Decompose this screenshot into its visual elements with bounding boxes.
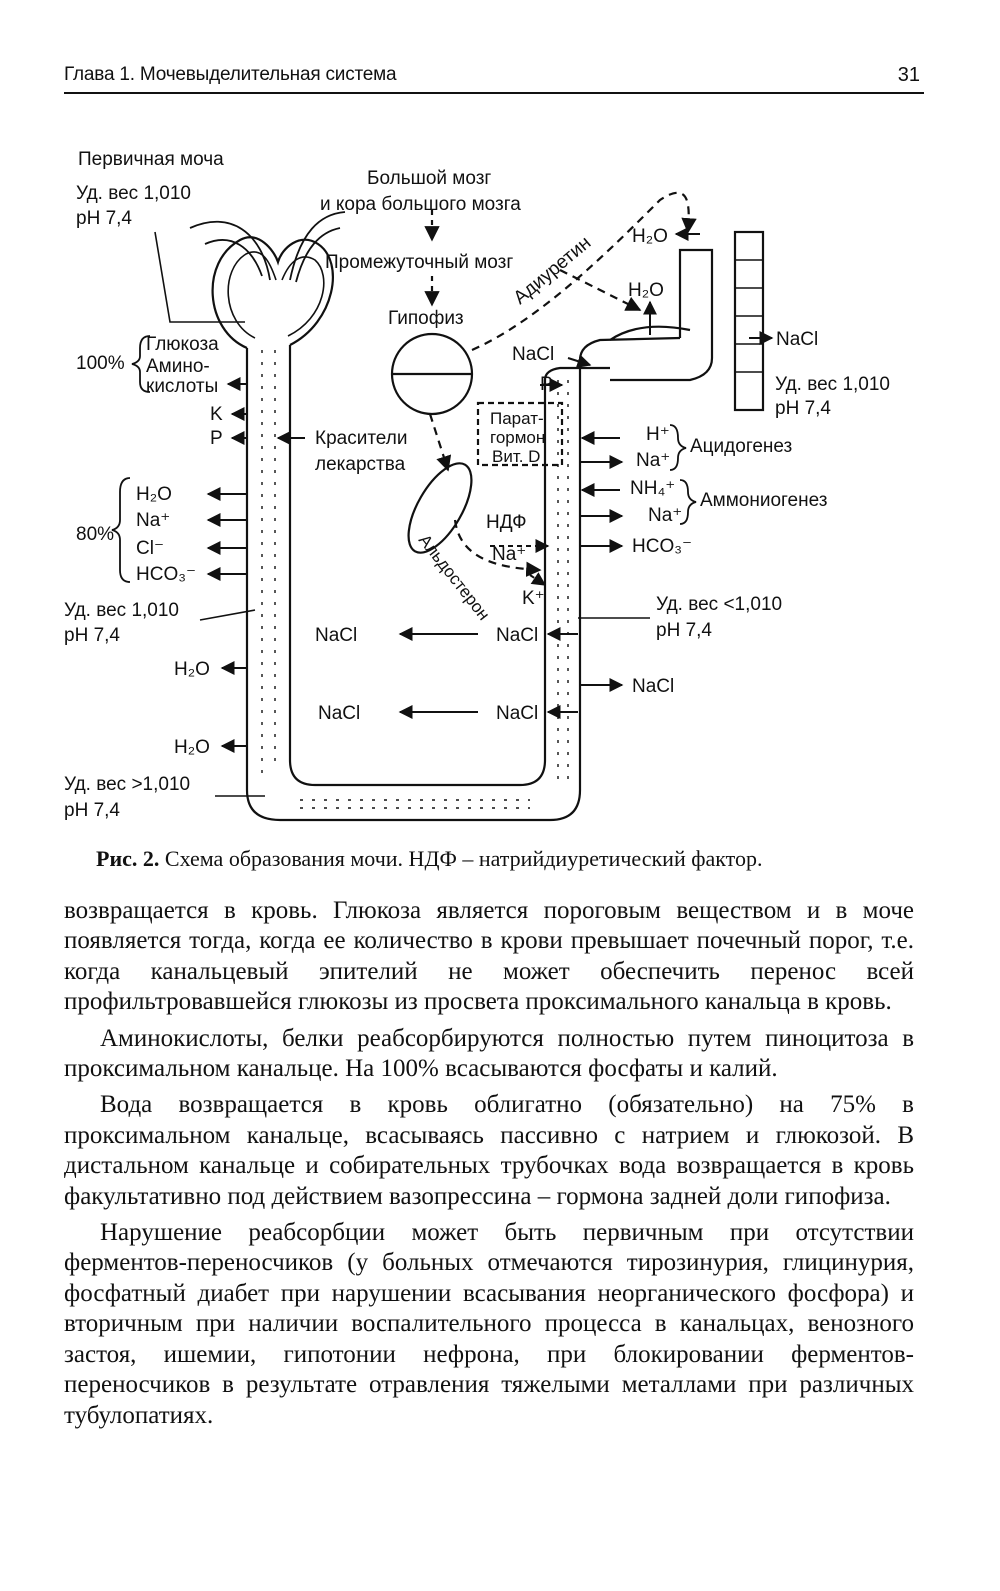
label-sodium-ion: Na⁺: [136, 510, 170, 531]
label-brain: Большой мозг: [367, 168, 491, 189]
transport-arrows: [154, 227, 774, 797]
label-bicarbonate: HCO₃⁻: [632, 536, 692, 557]
label-hydrogen-ion: H⁺: [646, 424, 670, 445]
nephron-tubule: [189, 211, 765, 822]
label-chloride-ion: Cl⁻: [136, 538, 164, 559]
label-specific-gravity: Уд. вес 1,010: [775, 374, 890, 395]
label-potassium-ion: K⁺: [522, 588, 545, 609]
label-parathormone: гормон: [490, 428, 545, 447]
label-sodium-chloride: NaCl: [632, 676, 674, 697]
label-dyes: Красители: [315, 428, 407, 449]
label-adiuretin: Адиуретин: [510, 232, 595, 308]
label-amino: кислоты: [146, 376, 218, 397]
label-sodium-ion: Na⁺: [636, 450, 670, 471]
label-bicarbonate: HCO₃⁻: [136, 564, 196, 585]
collecting-duct: [733, 230, 765, 412]
label-pituitary: Гипофиз: [388, 308, 464, 329]
label-ammoniogenesis: Аммониогенез: [700, 490, 827, 511]
paragraph: Вода возвращается в кровь облигатно (обя…: [64, 1091, 914, 1210]
figure-label: Рис. 2.: [96, 846, 160, 871]
label-water: H₂O: [174, 659, 210, 680]
label-acidogenesis: Ацидогенез: [690, 436, 792, 457]
label-specific-gravity: Уд. вес 1,010: [64, 600, 179, 621]
label-specific-gravity: Уд. вес 1,010: [76, 183, 191, 204]
label-drugs: лекарства: [315, 454, 406, 475]
figure-caption: Рис. 2. Схема образования мочи. НДФ – на…: [96, 846, 762, 872]
paragraph: возвращается в кровь. Глюкоза является п…: [64, 897, 914, 1016]
diagram-labels: Первичная моча Уд. вес 1,010 pH 7,4 Боль…: [64, 149, 890, 821]
label-sodium-chloride: NaCl: [318, 703, 360, 724]
label-phosphorus: P: [540, 374, 553, 395]
paragraph: Аминокислоты, белки реабсорбируются полн…: [64, 1024, 914, 1083]
bowman-capsule: [211, 236, 334, 350]
label-sodium-chloride: NaCl: [496, 703, 538, 724]
label-sodium-chloride: NaCl: [496, 625, 538, 646]
label-specific-gravity: Уд. вес >1,010: [64, 774, 190, 795]
label-ph: pH 7,4: [64, 800, 120, 821]
label-diencephalon: Промежуточный мозг: [325, 252, 513, 273]
label-aldosterone: Альдостерон: [415, 531, 494, 624]
label-sodium-ion: Na⁺: [492, 544, 526, 565]
label-water: H₂O: [136, 484, 172, 505]
label-percent: 80%: [76, 524, 114, 545]
label-ndf: НДФ: [486, 512, 527, 533]
label-sodium-chloride: NaCl: [512, 344, 554, 365]
paragraph: Нарушение реабсорбции может быть первичн…: [64, 1219, 914, 1429]
label-sodium-chloride: NaCl: [776, 329, 818, 350]
label-cortex: и кора большого мозга: [320, 194, 521, 215]
label-ph: pH 7,4: [775, 398, 831, 419]
label-ph: pH 7,4: [76, 208, 132, 229]
label-sodium-ion: Na⁺: [648, 505, 682, 526]
label-phosphorus: P: [210, 428, 223, 449]
label-percent: 100%: [76, 353, 125, 374]
label-primary-urine: Первичная моча: [78, 149, 224, 170]
caption-text: Схема образования мочи. НДФ – натрийдиур…: [159, 846, 763, 871]
pituitary-group: [390, 191, 697, 577]
label-ph: pH 7,4: [656, 620, 712, 641]
label-glucose: Глюкоза: [146, 334, 219, 355]
label-ammonium-ion: NH₄⁺: [630, 478, 675, 499]
label-amino: Амино-: [146, 356, 210, 377]
braces: [111, 335, 697, 583]
chapter-title: Глава 1. Мочевыделительная система: [64, 64, 397, 85]
label-parathormone: Парат-: [490, 409, 544, 428]
label-potassium: K: [210, 404, 223, 425]
parathormone-box: [476, 401, 564, 467]
body-text: возвращается в кровь. Глюкоза является п…: [64, 896, 914, 1431]
afferent-arteriole: [189, 220, 271, 281]
label-ph: pH 7,4: [64, 625, 120, 646]
label-vitamin-d: Вит. D: [492, 447, 540, 466]
label-water: H₂O: [174, 737, 210, 758]
label-sodium-chloride: NaCl: [315, 625, 357, 646]
efferent-arteriole: [289, 211, 346, 283]
label-specific-gravity: Уд. вес <1,010: [656, 594, 782, 615]
label-water: H₂O: [632, 226, 668, 247]
label-water: H₂O: [628, 280, 664, 301]
urine-formation-diagram: Первичная моча Уд. вес 1,010 pH 7,4 Боль…: [64, 149, 890, 822]
running-head: Глава 1. Мочевыделительная система 31: [64, 62, 924, 94]
bowman-capsule-inner: [227, 251, 325, 339]
adrenal-gland-icon: [407, 462, 473, 554]
page-number: 31: [897, 64, 920, 86]
